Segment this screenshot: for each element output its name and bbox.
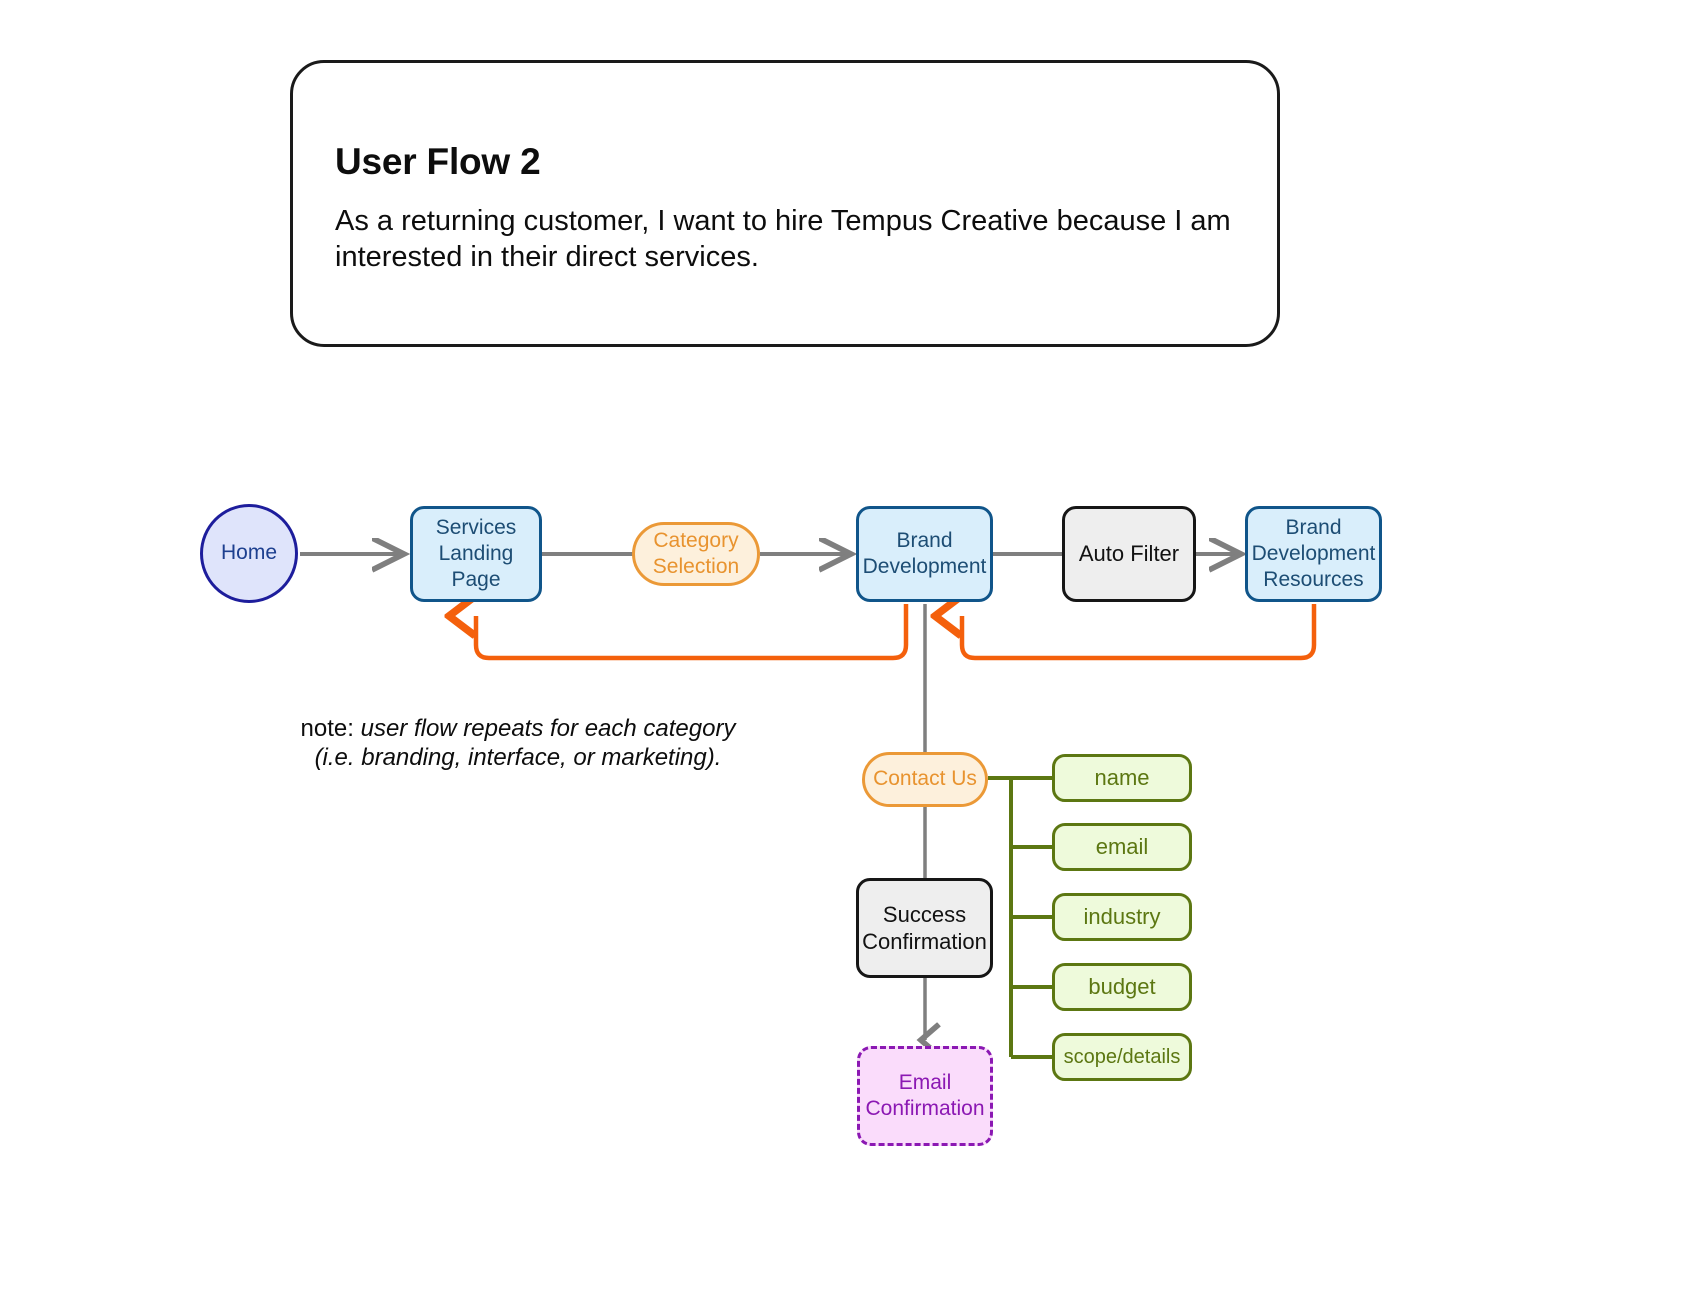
edge-contact-to-form-fields: [988, 776, 1052, 1059]
node-contact-us[interactable]: Contact Us: [862, 752, 988, 807]
form-field-email[interactable]: email: [1052, 823, 1192, 871]
edge-loop-brand-to-services: [476, 604, 909, 661]
node-home[interactable]: Home: [200, 504, 298, 603]
node-category-selection[interactable]: Category Selection: [632, 522, 760, 586]
node-brand-development[interactable]: Brand Development: [856, 506, 993, 602]
flow-note-text: user flow repeats for each category (i.e…: [314, 715, 736, 772]
user-flow-title-card: User Flow 2 As a returning customer, I w…: [290, 60, 1280, 347]
form-field-industry[interactable]: industry: [1052, 893, 1192, 941]
node-services-landing-page[interactable]: Services Landing Page: [410, 506, 542, 602]
form-field-budget[interactable]: budget: [1052, 963, 1192, 1011]
node-success-confirmation[interactable]: Success Confirmation: [856, 878, 993, 978]
node-auto-filter[interactable]: Auto Filter: [1062, 506, 1196, 602]
flow-note-label: note:: [300, 715, 361, 742]
edge-loop-resources-to-brand: [962, 604, 1317, 661]
node-brand-development-resources[interactable]: Brand Development Resources: [1245, 506, 1382, 602]
flow-note: note: user flow repeats for each categor…: [278, 714, 758, 773]
form-field-scope-details[interactable]: scope/details: [1052, 1033, 1192, 1081]
user-story-text: As a returning customer, I want to hire …: [335, 205, 1231, 274]
page-title: User Flow 2: [335, 141, 541, 182]
form-field-name[interactable]: name: [1052, 754, 1192, 802]
node-email-confirmation[interactable]: Email Confirmation: [857, 1046, 993, 1146]
